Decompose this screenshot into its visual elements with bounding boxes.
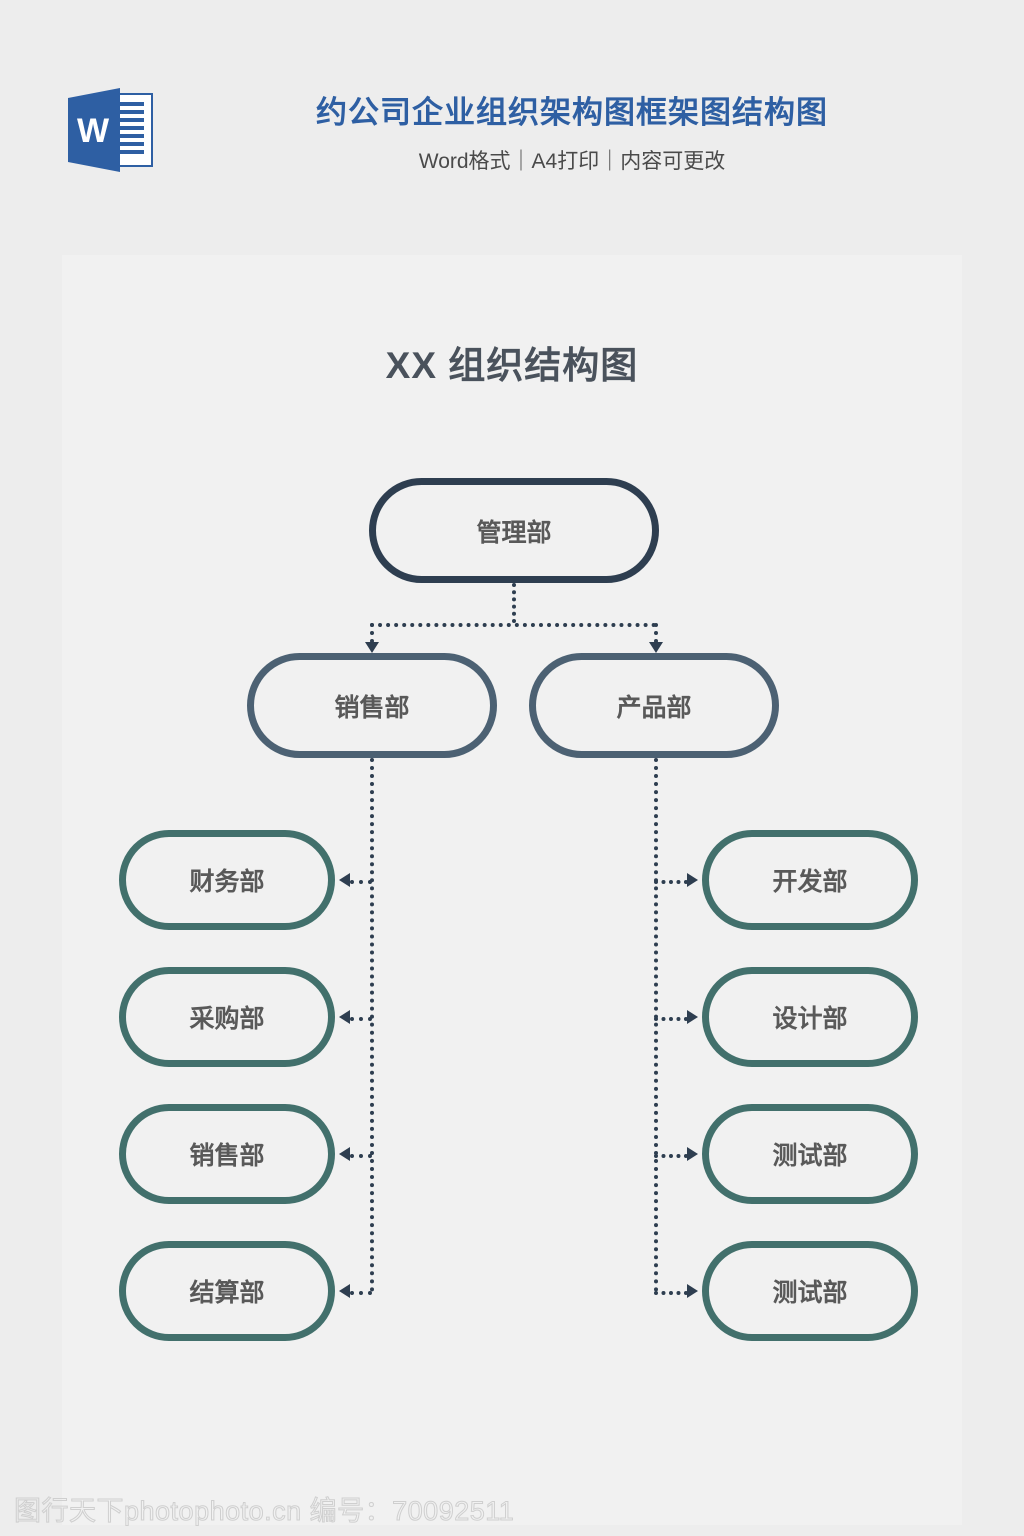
connector-branch-design bbox=[654, 1017, 688, 1021]
svg-text:W: W bbox=[77, 112, 110, 150]
chart-title: XX 组织结构图 bbox=[385, 345, 639, 386]
header-text-block: 约公司企业组织架构图框架图结构图 Word格式｜A4打印｜内容可更改 bbox=[182, 88, 962, 182]
arrowhead-settle bbox=[339, 1284, 350, 1298]
arrowhead-finance bbox=[339, 873, 350, 887]
connector-root-stem bbox=[512, 583, 516, 623]
arrowhead-test2 bbox=[687, 1284, 698, 1298]
connector-branch-dev bbox=[654, 880, 688, 884]
connector-right-bus bbox=[654, 758, 658, 1292]
connector-branch-finance bbox=[350, 880, 372, 884]
org-node-sales-sub[interactable]: 销售部 bbox=[119, 1104, 335, 1204]
org-node-product[interactable]: 产品部 bbox=[529, 653, 779, 758]
connector-branch-settle bbox=[350, 1291, 372, 1295]
connector-to-product bbox=[654, 623, 658, 643]
connector-branch-purchase bbox=[350, 1017, 372, 1021]
arrowhead-sales2 bbox=[339, 1147, 350, 1161]
org-node-root[interactable]: 管理部 bbox=[369, 478, 659, 583]
connector-left-bus bbox=[370, 758, 374, 1292]
word-document-icon: W bbox=[62, 80, 162, 180]
org-node-design[interactable]: 设计部 bbox=[702, 967, 918, 1067]
connector-level2-bus bbox=[370, 623, 656, 627]
arrowhead-to-sales bbox=[365, 642, 379, 653]
arrowhead-to-product bbox=[649, 642, 663, 653]
header-subtitle: Word格式｜A4打印｜内容可更改 bbox=[418, 150, 726, 173]
connector-branch-sales2 bbox=[350, 1154, 372, 1158]
header-title: 约公司企业组织架构图框架图结构图 bbox=[316, 95, 828, 130]
org-node-testing-2[interactable]: 测试部 bbox=[702, 1241, 918, 1341]
arrowhead-design bbox=[687, 1010, 698, 1024]
org-node-purchase[interactable]: 采购部 bbox=[119, 967, 335, 1067]
connector-branch-test1 bbox=[654, 1154, 688, 1158]
org-node-finance[interactable]: 财务部 bbox=[119, 830, 335, 930]
org-node-development[interactable]: 开发部 bbox=[702, 830, 918, 930]
document-page: XX 组织结构图 管理部 销售部 产品部 财务部 采购部 销售部 结算部 开发部… bbox=[62, 255, 962, 1525]
connector-to-sales bbox=[370, 623, 374, 643]
arrowhead-dev bbox=[687, 873, 698, 887]
arrowhead-purchase bbox=[339, 1010, 350, 1024]
org-node-sales[interactable]: 销售部 bbox=[247, 653, 497, 758]
org-node-testing-1[interactable]: 测试部 bbox=[702, 1104, 918, 1204]
connector-branch-test2 bbox=[654, 1291, 688, 1295]
page-header: W 约公司企业组织架构图框架图结构图 Word格式｜A4打印｜内容可更改 bbox=[0, 0, 1024, 255]
org-node-settlement[interactable]: 结算部 bbox=[119, 1241, 335, 1341]
watermark-text: 图行天下photophoto.cn 编号：70092511 bbox=[13, 1496, 515, 1527]
arrowhead-test1 bbox=[687, 1147, 698, 1161]
